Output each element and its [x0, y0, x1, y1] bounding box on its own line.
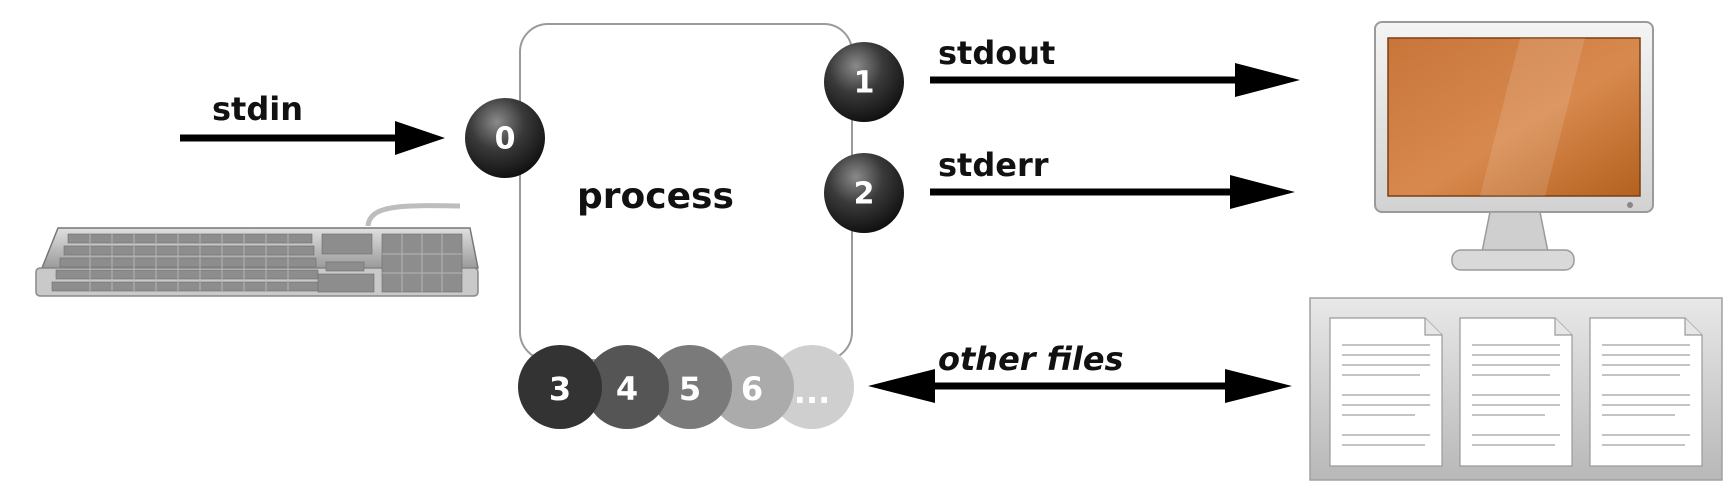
other-files-arrow: [868, 369, 1292, 403]
fd-stdin-number: 0: [495, 122, 516, 157]
document-files-icon: [1309, 297, 1723, 481]
fd-other-5-number: 5: [679, 370, 701, 408]
fd-other-5: 5: [648, 345, 732, 429]
stdout-arrow: [930, 63, 1300, 97]
keyboard-icon: [35, 203, 479, 297]
stdout-label: stdout: [938, 34, 1055, 72]
stderr-arrow: [930, 175, 1295, 209]
stderr-label: stderr: [938, 146, 1049, 184]
stdin-label: stdin: [212, 90, 303, 128]
fd-other-3: 3: [518, 345, 602, 429]
fd-stdin: 0: [465, 98, 545, 178]
other-files-label: other files: [938, 340, 1124, 378]
fd-stderr-number: 2: [854, 177, 875, 212]
monitor-icon: [1374, 21, 1654, 271]
fd-stdout-number: 1: [854, 66, 875, 101]
fd-others: ... 6 5 4 3: [518, 345, 854, 429]
document-page: [1589, 317, 1703, 467]
document-page: [1459, 317, 1573, 467]
fd-other-6: 6: [710, 345, 794, 429]
fd-other-4: 4: [585, 345, 669, 429]
fd-other-6-number: 6: [741, 370, 763, 408]
fd-other-ellipsis: ...: [770, 345, 854, 429]
stdin-arrow: [180, 121, 445, 155]
fd-stderr: 2: [824, 153, 904, 233]
fd-other-4-number: 4: [616, 370, 638, 408]
document-page: [1329, 317, 1443, 467]
fd-other-3-number: 3: [549, 370, 571, 408]
fd-stdout: 1: [824, 42, 904, 122]
fd-other-ellipsis-number: ...: [794, 373, 830, 411]
process-label: process: [577, 176, 734, 217]
